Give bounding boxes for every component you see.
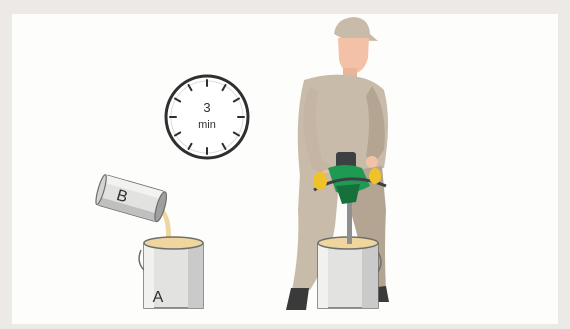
can-a-label: A [153,289,164,306]
mixing-bucket [318,236,381,308]
panel-background [12,14,558,324]
can-a: A [139,237,203,308]
right-grip [369,168,381,184]
timer-icon: 3 min [166,76,248,158]
left-grip [313,172,327,190]
timer-unit: min [198,119,216,131]
timer-value: 3 [203,100,210,115]
